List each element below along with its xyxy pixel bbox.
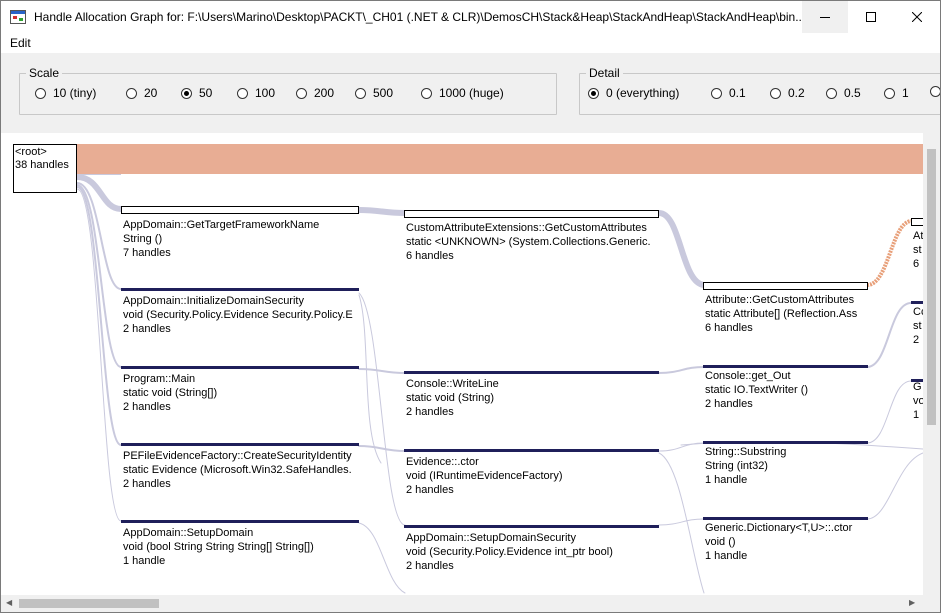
link-root-pefile	[76, 186, 122, 446]
scale-option-10[interactable]: 10 (tiny)	[35, 86, 96, 100]
link-customattr-attribute	[656, 210, 707, 288]
link-main-writeline	[358, 368, 406, 374]
maximize-button[interactable]	[848, 1, 894, 33]
radio-icon	[930, 86, 940, 97]
node-initializedomainsecurity[interactable]: AppDomain::InitializeDomainSecurity void…	[121, 288, 361, 348]
close-button[interactable]	[894, 1, 940, 33]
radio-icon	[355, 87, 366, 99]
scale-option-100[interactable]: 100	[237, 86, 275, 100]
window-title: Handle Allocation Graph for: F:\Users\Ma…	[34, 10, 804, 24]
minimize-button[interactable]	[802, 1, 848, 33]
link-pefile-evidence	[358, 445, 406, 452]
node-setupdomainsecurity[interactable]: AppDomain::SetupDomainSecurity void (Sec…	[404, 525, 660, 585]
radio-icon	[770, 87, 781, 99]
node-gettargetframeworkname[interactable]: AppDomain::GetTargetFrameworkName String…	[121, 206, 361, 266]
allocation-graph[interactable]: <root> 38 handles AppDomain::GetTargetFr…	[1, 133, 923, 595]
node-attribute-getcustomattributes[interactable]: Attribute::GetCustomAttributes static At…	[703, 282, 869, 342]
link-root-initsec	[76, 182, 122, 290]
radio-icon	[826, 87, 837, 99]
node-string-substring[interactable]: String::Substring String (int32) 1 handl…	[703, 441, 869, 501]
detail-option-0-1[interactable]: 0.1	[711, 86, 746, 100]
scale-option-500[interactable]: 500	[355, 86, 393, 100]
radio-selected-icon	[181, 87, 192, 99]
root-allocation-strip	[77, 144, 923, 174]
minimize-icon	[820, 17, 830, 18]
link-initsec-setupdomsec	[358, 292, 406, 526]
node-customattributeextensions[interactable]: CustomAttributeExtensions::GetCustomAttr…	[404, 210, 660, 270]
node-createsecurityidentity[interactable]: PEFileEvidenceFactory::CreateSecurityIde…	[121, 443, 361, 503]
link-dictionary-right	[866, 452, 923, 520]
node-console-writeline[interactable]: Console::WriteLine static void (String) …	[404, 371, 660, 431]
node-console-get-out[interactable]: Console::get_Out static IO.TextWriter ()…	[703, 365, 869, 425]
detail-option-0[interactable]: 0 (everything)	[588, 86, 679, 100]
menu-edit[interactable]: Edit	[10, 36, 31, 50]
radio-icon	[237, 87, 248, 99]
link-root-setupdomain	[76, 188, 122, 522]
detail-group: Detail 0 (everything) 0.1 0.2 0.5 1	[579, 66, 940, 115]
node-right-console[interactable]: Cc st 2	[911, 301, 923, 361]
root-node-name: <root>	[15, 146, 47, 158]
node-dictionary-ctor[interactable]: Generic.Dictionary<T,U>::.ctor void () 1…	[703, 517, 869, 577]
scale-option-1000[interactable]: 1000 (huge)	[421, 86, 504, 100]
link-root-main	[76, 184, 122, 368]
radio-icon	[711, 87, 722, 99]
scale-option-50[interactable]: 50	[181, 86, 212, 100]
horizontal-scroll-thumb[interactable]	[19, 599, 159, 608]
menu-bar: Edit	[1, 33, 940, 53]
link-setupdomain-setupdomsec	[358, 522, 406, 594]
node-program-main[interactable]: Program::Main static void (String[]) 2 h…	[121, 366, 361, 426]
scale-group: Scale 10 (tiny) 20 50 100 200 500 1000 (…	[19, 66, 557, 115]
scale-option-20[interactable]: 20	[126, 86, 157, 100]
scroll-left-icon[interactable]: ◀	[6, 598, 13, 607]
close-icon	[912, 12, 922, 22]
root-node[interactable]: <root> 38 handles	[13, 144, 77, 193]
radio-selected-icon	[588, 87, 599, 99]
link-gettarget-customattr	[356, 207, 408, 216]
root-node-count: 38 handles	[15, 159, 69, 171]
node-evidence-ctor[interactable]: Evidence::.ctor void (IRuntimeEvidenceFa…	[404, 449, 660, 509]
detail-label: Detail	[586, 66, 623, 80]
link-root-gettarget	[74, 174, 124, 212]
radio-icon	[421, 87, 432, 99]
scale-option-200[interactable]: 200	[296, 86, 334, 100]
link-writeline-getout	[658, 366, 705, 374]
title-bar[interactable]: Handle Allocation Graph for: F:\Users\Ma…	[1, 1, 940, 33]
vertical-scrollbar[interactable]	[923, 133, 940, 595]
detail-option-0-5[interactable]: 0.5	[826, 86, 861, 100]
scrollbar-corner	[923, 595, 940, 612]
scale-label: Scale	[26, 66, 63, 80]
radio-icon	[126, 87, 137, 99]
radio-icon	[884, 87, 895, 99]
maximize-icon	[866, 12, 876, 22]
app-icon	[10, 10, 26, 24]
link-evidence-dictionary	[658, 452, 705, 594]
detail-option-0-2[interactable]: 0.2	[770, 86, 805, 100]
radio-icon	[35, 87, 46, 99]
link-initsec-evidence	[358, 294, 382, 464]
node-setupdomain[interactable]: AppDomain::SetupDomain void (bool String…	[121, 520, 361, 580]
options-panel: Scale 10 (tiny) 20 50 100 200 500 1000 (…	[1, 53, 940, 133]
node-right-attr[interactable]: At st 6	[911, 218, 923, 278]
link-setupdomsec-dictionary	[658, 518, 705, 526]
node-right-g[interactable]: G vo 1	[911, 379, 923, 439]
radio-icon	[296, 87, 307, 99]
detail-option-1[interactable]: 1	[884, 86, 909, 100]
graph-links	[74, 171, 923, 594]
link-getout-cons	[866, 302, 912, 368]
link-attribute-at-hot	[866, 219, 912, 287]
detail-option-next[interactable]	[930, 86, 940, 97]
link-substring-g	[866, 380, 912, 444]
vertical-scroll-thumb[interactable]	[927, 149, 936, 425]
horizontal-scrollbar[interactable]: ◀ ▶	[1, 595, 923, 612]
scroll-right-icon[interactable]: ▶	[909, 598, 916, 607]
